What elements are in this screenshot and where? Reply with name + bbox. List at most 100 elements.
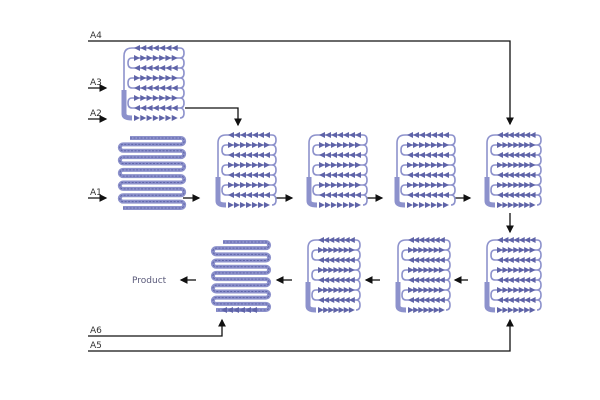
heart-cell — [428, 257, 435, 263]
heart-cell — [325, 172, 331, 178]
heart-cell — [437, 142, 443, 148]
heart-cell — [146, 115, 153, 121]
heart-cell — [408, 257, 414, 263]
heart-cell — [513, 202, 520, 208]
heart-cell — [252, 152, 258, 158]
heart-cell — [323, 247, 330, 253]
heart-cell — [413, 132, 419, 138]
heart-cell — [325, 202, 331, 208]
heart-cell — [328, 307, 335, 313]
heart-cell — [431, 172, 437, 178]
heart-cell — [318, 267, 324, 273]
heart-cell — [438, 267, 445, 273]
heart-cell — [319, 182, 325, 188]
heart-cell — [343, 172, 349, 178]
heart-cell — [497, 192, 503, 198]
channel — [396, 134, 456, 206]
heart-cell — [413, 267, 420, 273]
heart-cell — [258, 142, 264, 148]
serpentine-channel — [117, 136, 187, 210]
heart-cell — [428, 277, 435, 283]
heart-cell — [438, 277, 445, 283]
heart-cell — [264, 142, 270, 148]
heart-cell — [348, 247, 355, 253]
heart-cell — [343, 257, 350, 263]
heart-cell — [407, 132, 413, 138]
heart-cell — [408, 237, 414, 243]
heart-cell — [513, 247, 520, 253]
heart-cell — [171, 75, 178, 81]
heart-cell — [140, 85, 147, 91]
heart-cell — [443, 132, 449, 138]
heart-cell — [408, 287, 414, 293]
heart-cell — [413, 142, 419, 148]
heart-cell — [425, 202, 431, 208]
inlet-channel — [215, 177, 227, 208]
heart-cell — [433, 287, 440, 293]
heart-cell — [338, 307, 345, 313]
heart-cell — [228, 192, 234, 198]
heart-cell — [524, 192, 531, 198]
heart-cell — [437, 172, 443, 178]
serpentine-module-1 — [117, 136, 187, 210]
heart-cell — [428, 287, 435, 293]
heart-cell — [333, 267, 340, 273]
heart-cell — [337, 132, 343, 138]
heart-cell — [228, 142, 234, 148]
heart-cell — [234, 182, 240, 188]
heart-cell — [325, 152, 331, 158]
heart-cell — [252, 202, 258, 208]
heart-cell — [507, 172, 514, 178]
heart-cell — [333, 237, 340, 243]
feed-line-a4 — [88, 40, 514, 126]
heart-cell — [264, 132, 270, 138]
heart-cell — [331, 152, 337, 158]
heart-cell — [502, 247, 509, 253]
heart-module-7 — [395, 237, 451, 313]
heart-cell — [152, 75, 159, 81]
heart-cell — [524, 162, 531, 168]
heart-cell — [529, 277, 536, 283]
heart-cell — [529, 132, 536, 138]
heart-cell — [343, 162, 349, 168]
heart-cell — [246, 132, 252, 138]
heart-cell — [348, 297, 355, 303]
heart-cell — [159, 45, 166, 51]
heart-cell — [518, 192, 525, 198]
heart-cell — [524, 307, 531, 313]
heart-cell — [134, 105, 140, 111]
heart-cell — [331, 172, 337, 178]
heart-cell — [159, 85, 166, 91]
heart-cell — [343, 152, 349, 158]
heart-cell — [328, 237, 335, 243]
heart-cell — [146, 45, 153, 51]
heart-cell — [337, 172, 343, 178]
heart-cell — [325, 192, 331, 198]
heart-cell — [264, 172, 270, 178]
heart-cell — [252, 162, 258, 168]
heart-cell — [502, 267, 509, 273]
heart-cell — [513, 287, 520, 293]
heart-cell — [318, 247, 324, 253]
heart-module-8 — [305, 237, 361, 313]
heart-cell — [433, 297, 440, 303]
heart-cell — [431, 182, 437, 188]
heart-cell — [502, 237, 509, 243]
heart-cell — [355, 162, 361, 168]
heart-cell — [171, 85, 178, 91]
heart-cell — [513, 237, 520, 243]
heart-cell — [159, 115, 166, 121]
heart-cell — [338, 267, 345, 273]
heart-cell — [518, 142, 525, 148]
heart-cell — [325, 162, 331, 168]
heart-cell — [518, 267, 525, 273]
heart-cell — [529, 162, 536, 168]
heart-cell — [343, 142, 349, 148]
heart-cell — [159, 105, 166, 111]
heart-cell — [165, 85, 172, 91]
heart-cell — [264, 162, 270, 168]
heart-cell — [325, 142, 331, 148]
heart-cell — [507, 297, 514, 303]
heart-cell — [497, 132, 503, 138]
channel — [486, 239, 542, 311]
